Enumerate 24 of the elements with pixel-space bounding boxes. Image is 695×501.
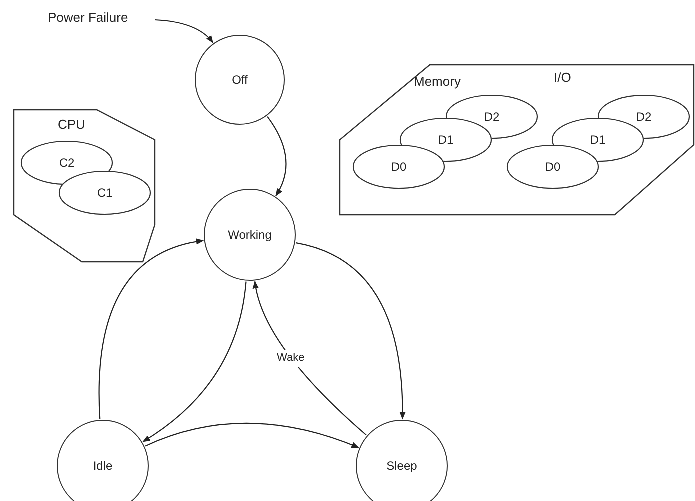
transition-arrow (253, 280, 367, 436)
transition-arrow (98, 239, 204, 420)
event-label: Power Failure (48, 8, 128, 28)
group-title: I/O (554, 69, 572, 87)
node-label: Idle (93, 458, 113, 475)
node-label: Sleep (386, 458, 418, 475)
node-label: Working (228, 227, 272, 244)
node-label: D1 (438, 132, 454, 149)
transition-arrow (145, 422, 360, 448)
node-label: D0 (545, 159, 561, 176)
node-label: C1 (97, 185, 113, 202)
transition-arrow (267, 116, 287, 197)
transition-arrow (142, 282, 247, 442)
node-label: D0 (391, 159, 407, 176)
node-label: D2 (484, 109, 500, 126)
group-title: Memory (414, 73, 461, 91)
node-label: D1 (590, 132, 606, 149)
transition-arrow (154, 19, 214, 44)
node-label: D2 (636, 109, 652, 126)
group-title: CPU (58, 116, 86, 134)
node-label: C2 (59, 155, 75, 172)
edge-label: Wake (276, 350, 306, 366)
transition-arrow (296, 242, 406, 420)
node-label: Off (232, 72, 248, 89)
